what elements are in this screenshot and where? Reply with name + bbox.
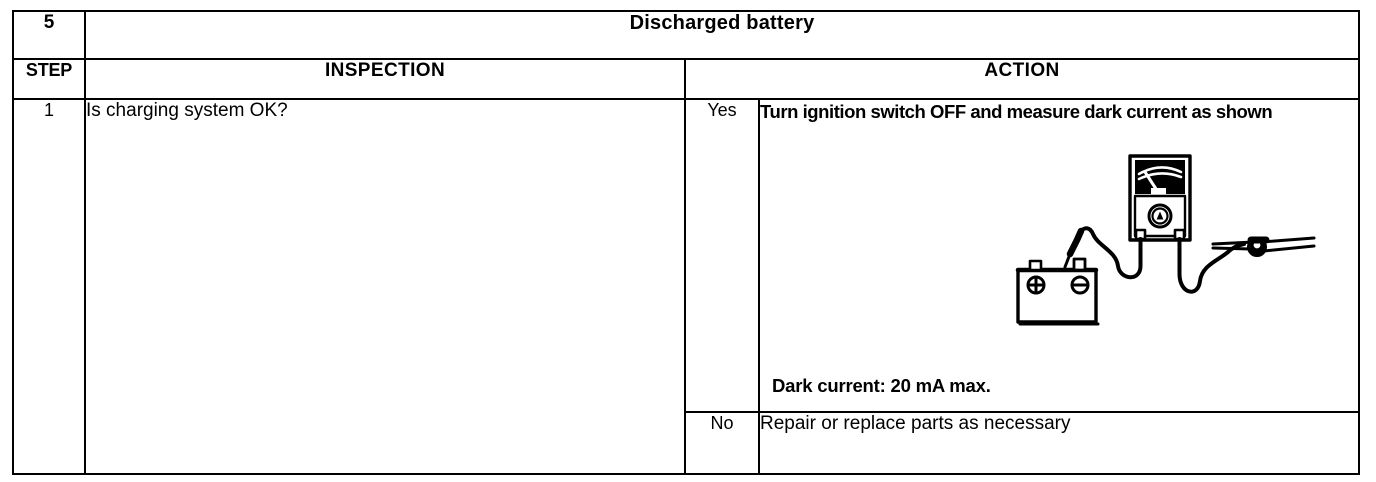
test-lead-wire-left [1079,226,1143,280]
dark-current-measurement-diagram [1008,148,1338,333]
inspection-text: Is charging system OK? [84,98,686,475]
probe-body-left [1063,227,1085,269]
branch-answer-no: No [684,411,760,475]
branch-answer-yes: Yes [684,98,760,413]
step-number: 1 [12,98,86,475]
probe-clamp [1211,236,1316,257]
action-cell-yes: Turn ignition switch OFF and measure dar… [757,98,1361,413]
action-text-yes: Turn ignition switch OFF and measure dar… [760,101,1273,122]
dark-current-spec: Dark current: 20 mA max. [772,375,991,396]
column-header-action: ACTION [683,58,1361,100]
column-header-step: STEP [12,58,86,100]
test-lead-wire-right [1177,237,1247,294]
table-title-row: 5 Discharged battery [12,10,1361,60]
troubleshooting-table: 5 Discharged battery STEP INSPECTION ACT… [12,10,1361,475]
battery-negative-terminal [1070,275,1090,295]
ammeter [1128,154,1192,242]
action-text-no: Repair or replace parts as necessary [757,411,1361,475]
ammeter-symbol-A [1147,203,1173,229]
diagram-svg [1015,154,1316,326]
battery [1015,257,1100,326]
table-row: 1 Is charging system OK? Yes Turn igniti… [12,98,1361,475]
section-number: 5 [12,10,86,60]
table-row: No Repair or replace parts as necessary [13,411,1361,475]
table-header-row: STEP INSPECTION ACTION [12,58,1361,100]
column-header-inspection: INSPECTION [84,58,686,100]
section-title: Discharged battery [83,10,1361,60]
battery-positive-terminal [1026,275,1046,295]
